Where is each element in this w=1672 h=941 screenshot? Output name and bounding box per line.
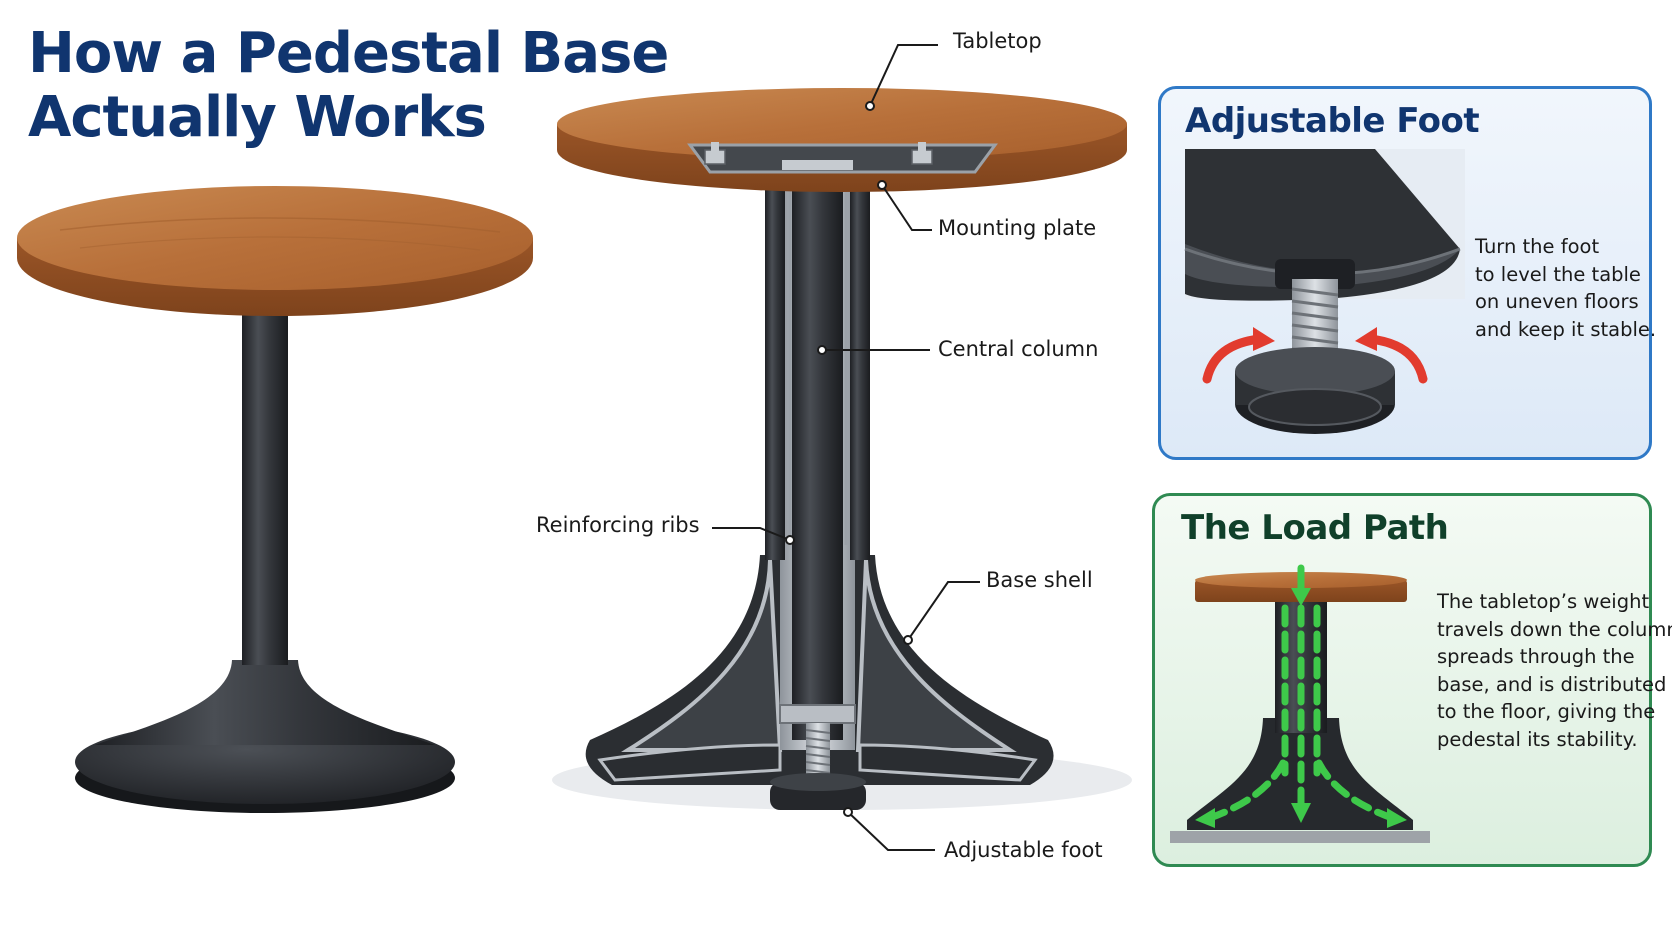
load-path-panel: The Load Path The tabletop’s weight trav… (1152, 493, 1672, 867)
adjustable-foot-panel-title: Adjustable Foot (1185, 101, 1480, 141)
adjustable-foot-panel: Adjustable Foot Turn the foot to level t… (1158, 86, 1657, 460)
callout-mounting-plate: Mounting plate (938, 216, 1097, 240)
callout-central-column: Central column (938, 337, 1099, 361)
mounting-bolt-left (704, 142, 726, 165)
rotate-arrow-left-icon (1202, 334, 1265, 384)
description-line: Turn the foot (1475, 235, 1600, 258)
callout-adjustable-foot: Adjustable foot (944, 838, 1103, 862)
callout-leaders (712, 44, 980, 851)
foot-closeup-illustration (1184, 149, 1465, 434)
tabletop-dot (865, 101, 875, 111)
description-line: to the floor, giving the (1437, 700, 1656, 723)
callout-reinforcing-ribs: Reinforcing ribs (536, 513, 700, 537)
reinforcing-ribs-dot (785, 535, 795, 545)
threaded-rod (805, 723, 831, 778)
load-arrow-spread-right (1315, 759, 1396, 822)
mounting-plate-leader (881, 184, 932, 231)
central-column-dot (817, 345, 827, 355)
page-title: How a Pedestal Base Actually Works (28, 21, 669, 150)
description-line: base, and is distributed (1437, 672, 1667, 696)
complete-table-illustration (17, 186, 533, 813)
adjustable-foot-leader (847, 811, 935, 851)
description-line: to level the table (1475, 262, 1641, 286)
base-shell-leader (907, 581, 980, 641)
load-path-panel-title: The Load Path (1181, 508, 1449, 548)
load-path-description: The tabletop’s weight travels down the c… (1437, 588, 1672, 753)
callout-tabletop: Tabletop (953, 29, 1042, 53)
load-arrows (1206, 564, 1396, 822)
description-line: spreads through the (1437, 645, 1635, 668)
tabletop-leader (869, 44, 938, 107)
description-line: travels down the column, (1437, 617, 1672, 641)
description-line: The tabletop’s weight (1437, 590, 1650, 613)
reinforcing-ribs-leader (712, 527, 791, 541)
page-title-line-2: Actually Works (28, 85, 487, 150)
description-line: and keep it stable. (1475, 317, 1657, 341)
load-arrow-spread-left (1206, 759, 1287, 822)
description-line: on uneven floors (1475, 290, 1639, 313)
mounting-plate-dot (877, 180, 887, 190)
load-path-illustration (1170, 564, 1430, 843)
page-title-line-1: How a Pedestal Base (28, 21, 669, 86)
cutaway-diagram (552, 88, 1132, 810)
adjustable-foot-dot (843, 807, 853, 817)
description-line: pedestal its stability. (1437, 727, 1638, 751)
callout-base-shell: Base shell (986, 568, 1093, 592)
mounting-bolt-right (911, 142, 933, 165)
rotate-arrow-right-icon (1365, 334, 1428, 384)
base-shell-dot (903, 635, 913, 645)
adjustable-foot-description: Turn the foot to level the table on unev… (1475, 233, 1657, 343)
